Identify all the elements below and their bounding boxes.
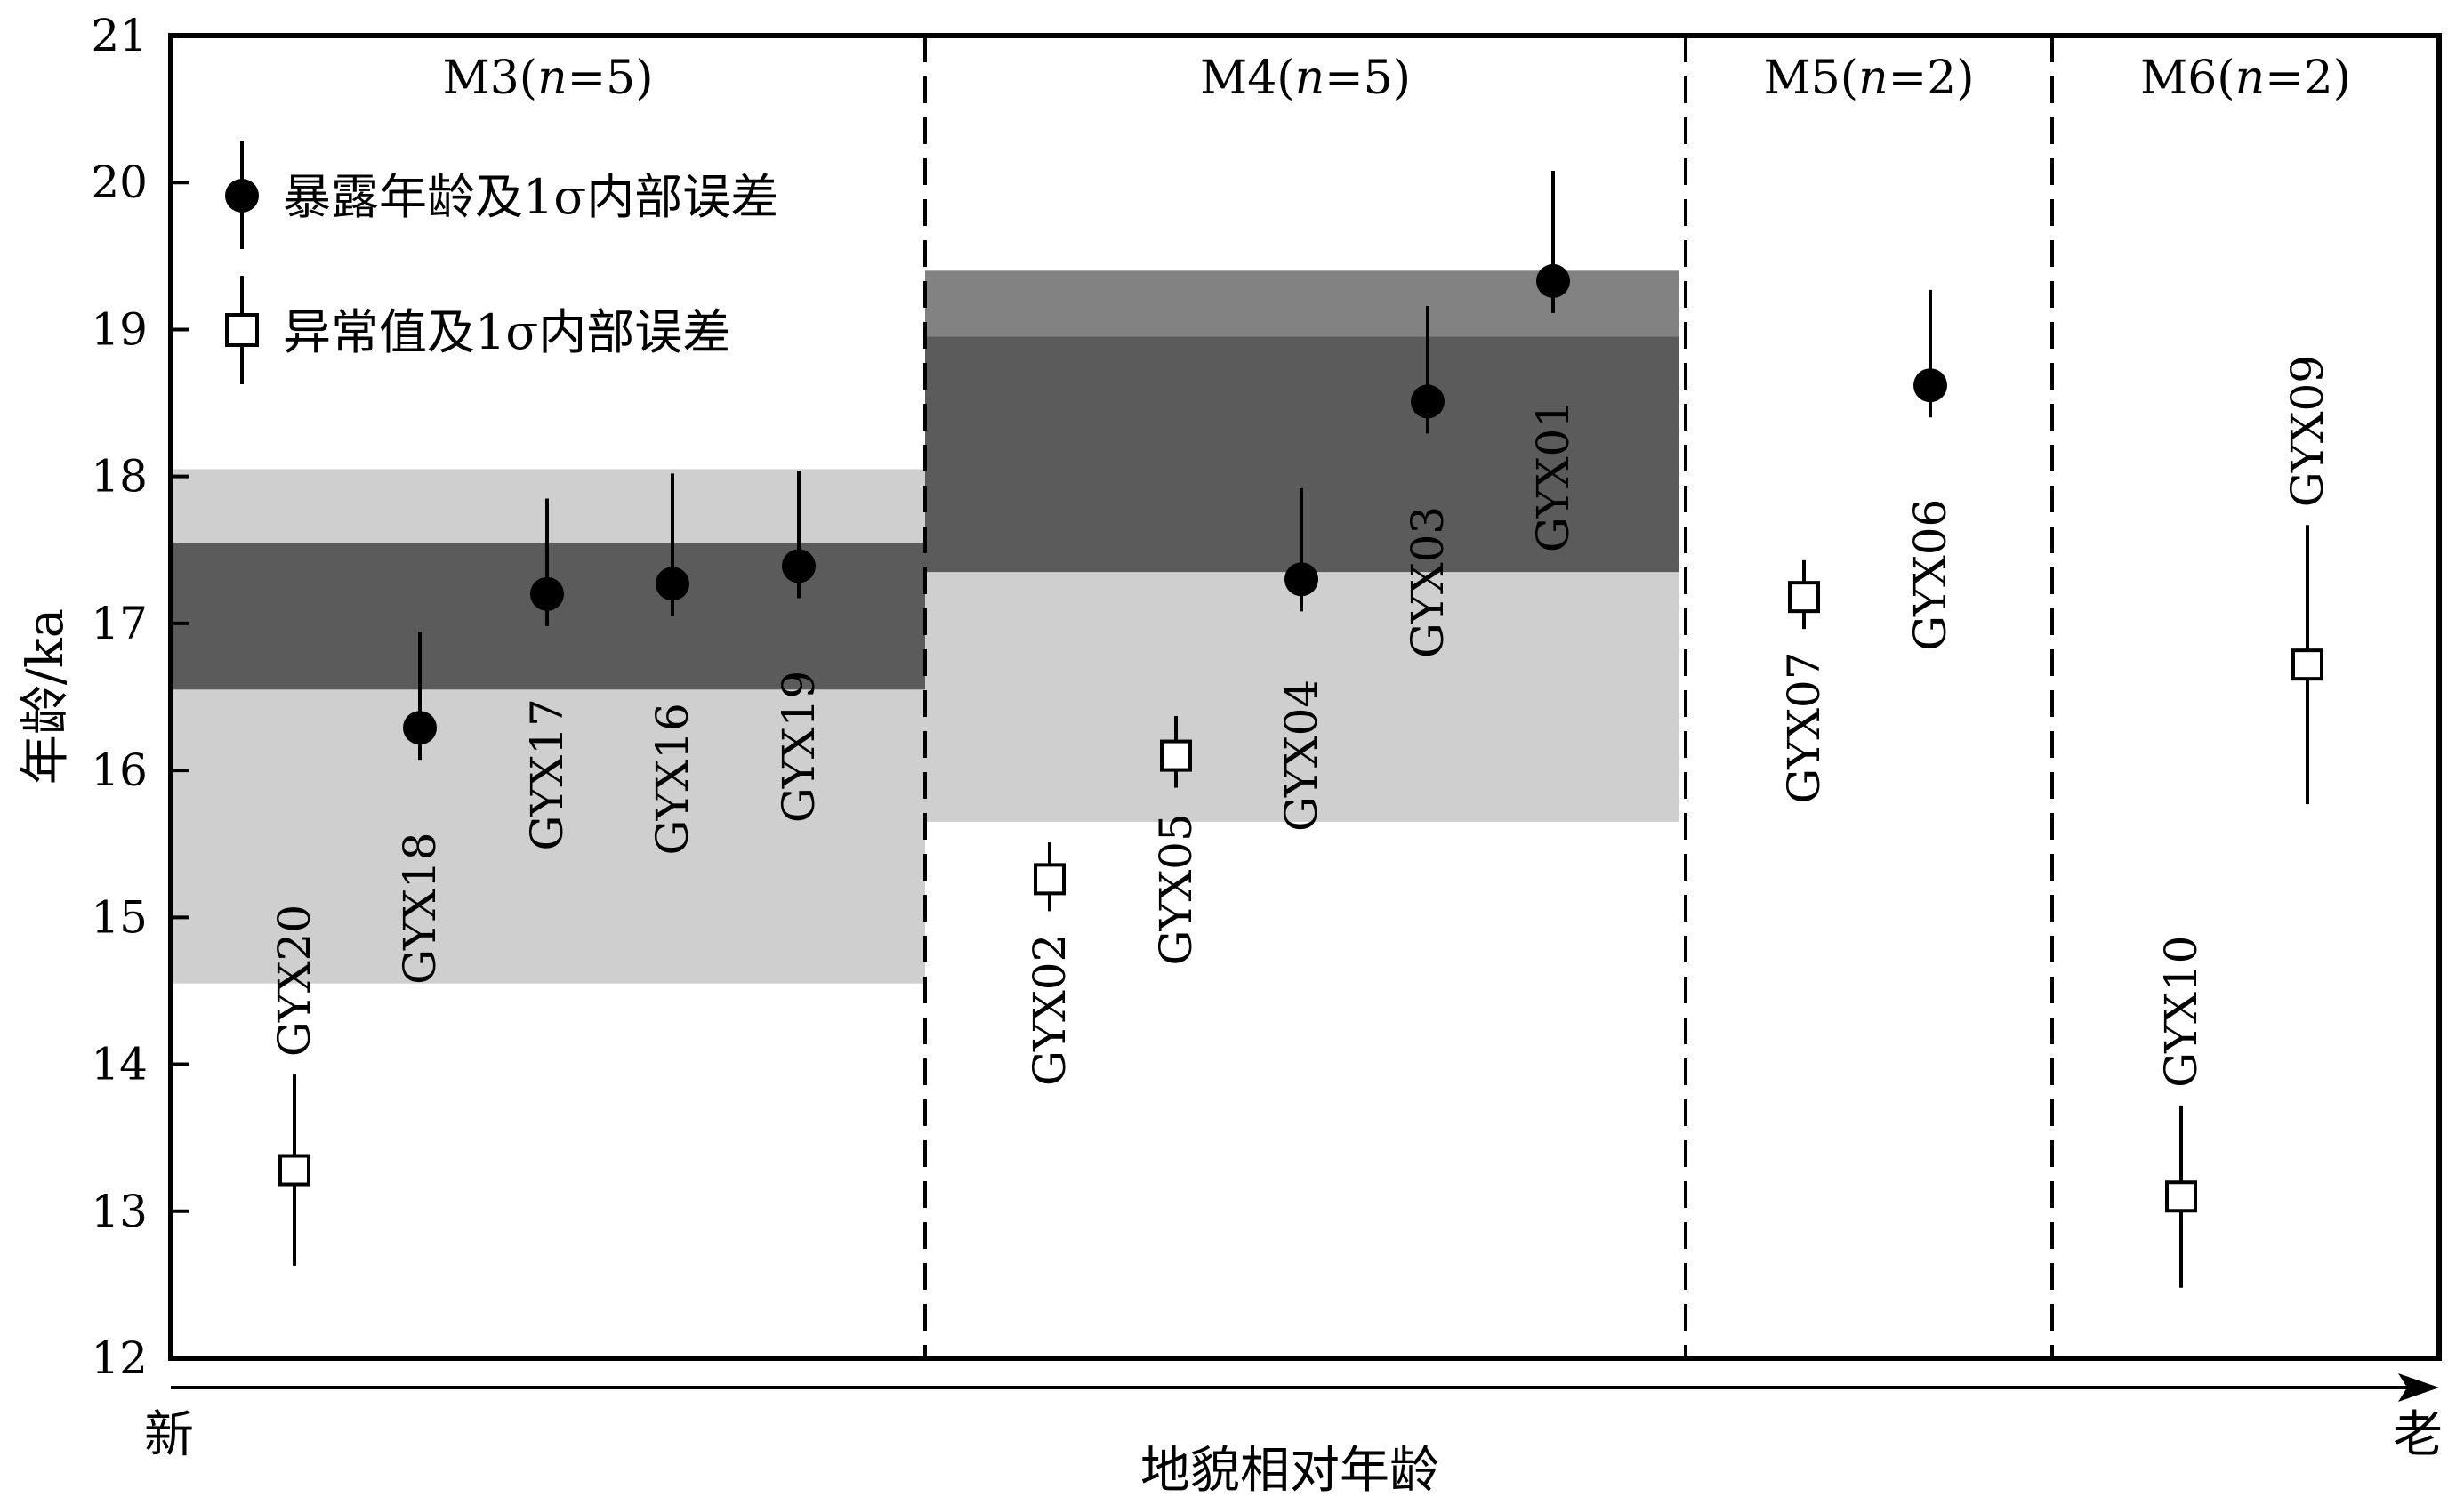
exposure-age-marker	[1913, 368, 1947, 403]
outlier-marker	[1034, 863, 1066, 896]
legend-square-marker	[225, 313, 259, 347]
outlier-marker	[1788, 581, 1820, 614]
exposure-age-marker	[656, 567, 689, 601]
outlier-marker	[1160, 739, 1192, 772]
sample-label-gyx03: GYX03	[1402, 506, 1453, 658]
x-axis: 新 老 地貌相对年龄	[144, 1373, 2443, 1500]
sample-label-gyx07: GYX07	[1778, 651, 1830, 803]
exposure-age-marker	[1284, 562, 1318, 597]
sample-label-gyx05: GYX05	[1150, 813, 1202, 965]
exposure-age-marker	[1411, 384, 1445, 419]
x-axis-start-label: 新	[144, 1406, 194, 1464]
legend-label-exposure-age: 暴露年龄及1σ内部误差	[283, 169, 778, 225]
y-tick-label: 15	[91, 891, 148, 943]
sample-label-gyx10: GYX10	[2155, 936, 2207, 1088]
exposure-age-marker	[782, 549, 816, 583]
y-tick-label: 13	[91, 1186, 148, 1237]
x-axis-end-label: 老	[2393, 1406, 2443, 1464]
sample-label-gyx02: GYX02	[1024, 934, 1075, 1086]
exposure-age-marker	[1536, 263, 1570, 298]
y-tick-label: 14	[91, 1039, 148, 1091]
legend-label-outlier: 异常值及1σ内部误差	[283, 304, 730, 360]
sample-label-gyx20: GYX20	[269, 905, 320, 1057]
plot-frame	[168, 33, 2442, 1361]
y-axis: 12 13 14 15 16 17 18 19 20 21	[91, 10, 189, 1384]
data-points	[278, 171, 2323, 1288]
sample-labels: M3(n=5) GYX20 GYX18 GYX17 GYX16 GYX19 M4(n=5) G…	[269, 52, 2351, 1088]
legend: 暴露年龄及1σ内部误差 异常值及1σ内部误差	[225, 141, 778, 384]
y-tick-label: 16	[91, 744, 148, 796]
legend-circle-marker	[225, 179, 259, 213]
y-tick-label: 19	[91, 303, 148, 355]
x-axis-title: 地貌相对年龄	[1140, 1442, 1439, 1500]
group-label-m3: M3(n=5)	[442, 52, 653, 105]
group-dividers	[923, 36, 2054, 1358]
sample-label-gyx06: GYX06	[1904, 499, 1956, 651]
y-tick-label: 12	[91, 1332, 148, 1384]
sample-label-gyx19: GYX19	[773, 671, 825, 823]
group-label-m4: M4(n=5)	[1200, 52, 1411, 105]
exposure-age-marker	[403, 711, 437, 745]
outlier-marker	[2291, 648, 2323, 681]
group-label-m6: M6(n=2)	[2140, 52, 2351, 105]
y-tick-label: 20	[91, 157, 148, 208]
sample-label-gyx16: GYX16	[647, 703, 698, 855]
sample-label-gyx18: GYX18	[394, 833, 446, 985]
sample-label-gyx01: GYX01	[1527, 400, 1579, 552]
sample-label-gyx09: GYX09	[2282, 355, 2333, 507]
y-tick-label: 18	[91, 451, 148, 503]
sample-label-gyx04: GYX04	[1276, 680, 1327, 832]
outlier-marker	[278, 1154, 310, 1187]
y-axis-title: 年龄/ka	[17, 608, 75, 785]
outlier-marker	[2165, 1180, 2197, 1213]
group-label-m5: M5(n=2)	[1763, 52, 1974, 105]
x-axis-arrowhead	[2398, 1373, 2439, 1402]
y-tick-label: 21	[91, 10, 148, 61]
exposure-age-marker	[530, 576, 564, 611]
sample-label-gyx17: GYX17	[521, 698, 573, 850]
y-tick-label: 17	[91, 598, 148, 649]
